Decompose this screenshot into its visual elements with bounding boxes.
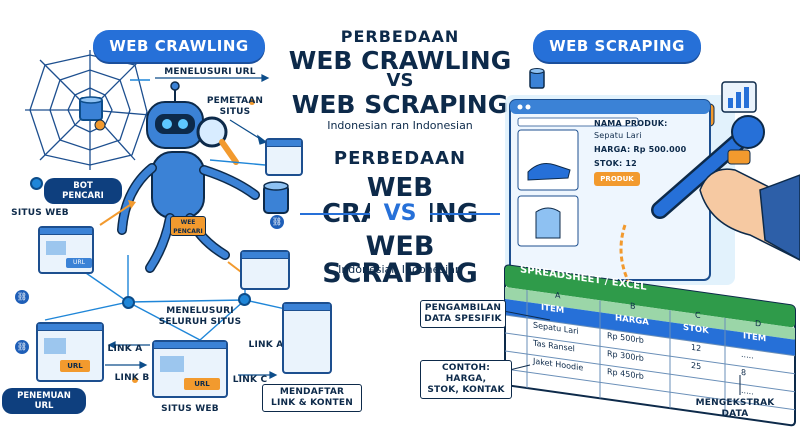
url-button[interactable]: URL [184,378,220,390]
title-vs: VS [370,203,430,225]
col-letter: A [555,290,561,301]
title-web-crawling: WEB CRAWLING [288,46,512,75]
table-cell: ..... [741,385,754,397]
robot-badge: WEE PENCARI [170,216,206,236]
link-icon: ⛓ [270,215,284,229]
link-icon: ⛓ [15,290,29,304]
col-header: STOK [683,322,709,337]
table-cell: Tas Ransel [533,338,575,354]
title-subtitle: Indonesian ran Indonesian [327,119,473,132]
bar-chart-icon [721,81,757,113]
title-subtitle: Indonesian Indonesian [338,263,462,276]
product-button[interactable]: PRODUK [594,172,640,186]
product-name-label: NAMA PRODUK: [594,119,668,128]
callout-mengekstrak: MENGEKSTRAK DATA [695,398,775,419]
col-header: ITEM [743,331,767,345]
title-perbedaan: PERBEDAAN [340,27,460,46]
table-cell: ..... [741,349,754,361]
label-link-a-right: LINK A [248,340,284,350]
site-window-bottom-center: URL [152,340,228,398]
callout-pengambilan: PENGAMBILAN DATA SPESIFIK [420,300,506,328]
product-name-value: Sepatu Lari [594,131,642,140]
label-menelusuri-url: MENELUSURI URL [164,67,256,77]
table-cell: 12 [691,342,702,354]
col-letter: D [755,318,762,329]
site-window-link [240,250,290,290]
col-header: ITEM [541,302,565,316]
title-vs: VS [386,70,414,91]
url-button[interactable]: URL [60,360,90,372]
title-web-scraping: WEB SCRAPING [322,231,478,289]
table-cell: 25 [691,360,702,372]
table-cell: Rp 450rb [607,366,644,382]
callout-contoh: CONTOH: HARGA, STOK, KONTAK [420,360,512,399]
table-cell: 8 [741,367,747,378]
label-situs-web-bottom: SITUS WEB [161,404,219,414]
web-crawling-header: WEB CRAWLING [93,30,265,62]
tag-penemuan-url: PENEMUAN URL [2,388,86,414]
label-pemetaan-situs: PEMETAAN SITUS [206,96,264,117]
tag-bot-pencari: BOT PENCARI [44,178,122,204]
col-header: HARGA [615,313,649,328]
site-window-bottom-left: URL [36,322,104,382]
label-link-b: LINK B [114,373,150,383]
label-situs-web-left: SITUS WEB [11,208,69,218]
database-icon [79,96,103,121]
site-window-bottom-right [282,302,332,374]
product-price: HARGA: Rp 500.000 [594,145,687,154]
title-perbedaan: PERBEDAAN [333,148,467,169]
label-menelusuri-seluruh: MENELUSURI SELURUH SITUS [158,306,242,327]
web-scraping-header: WEB SCRAPING [533,30,701,62]
table-cell: Rp 500rb [607,330,644,346]
url-chip: URL [66,258,92,268]
site-window-top-right [265,138,303,176]
scraping-art: ⛓ [447,68,800,427]
col-letter: B [630,301,636,311]
hand-icon [699,168,800,261]
table-cell: Sepatu Lari [533,320,579,336]
col-letter: C [695,310,701,321]
wrench-tool-icon [651,115,765,219]
label-link-c: LINK C [232,375,268,385]
product-stock: STOK: 12 [594,159,637,168]
spreadsheet [504,264,796,427]
label-link-a-left: LINK A [107,344,143,354]
link-icon: ⛓ [15,340,29,354]
site-window-left: URL [38,226,94,274]
graph-node [238,293,251,306]
browser-window [509,99,711,281]
label-mendaftar: MENDAFTAR LINK & KONTEN [262,384,362,412]
graph-node [122,296,135,309]
title-web-scraping: WEB SCRAPING [291,90,509,119]
table-cell: Rp 300rb [607,348,644,364]
table-cell: Jaket Hoodie [533,356,584,373]
database-icon [529,68,545,89]
graph-node [30,177,43,190]
